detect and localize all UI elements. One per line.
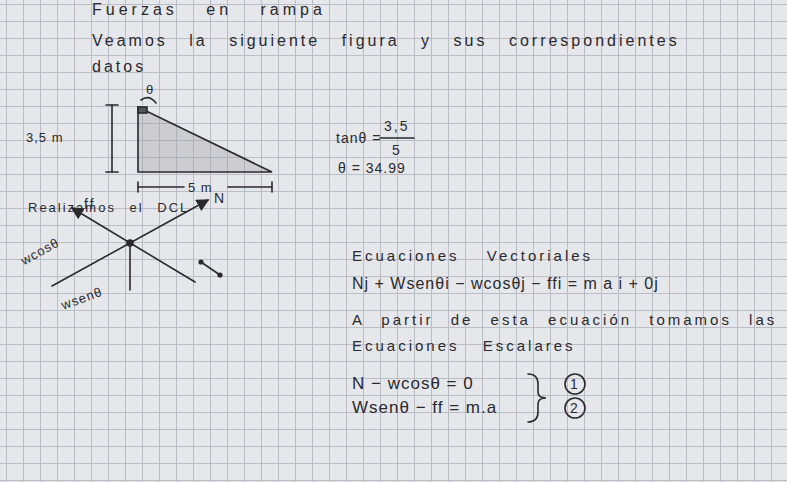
section-heading: Ecuaciones Vectoriales: [352, 246, 593, 266]
dimension-line: [111, 105, 113, 172]
force-label: N: [214, 188, 226, 208]
dimension-label: 3,5 m: [26, 128, 64, 148]
fraction-bar: [380, 137, 414, 139]
section-label: Realizamos el DCL: [28, 198, 189, 218]
number-circle: [565, 398, 585, 418]
force-label: ff: [84, 194, 96, 214]
fraction-numerator: 3,5: [384, 116, 409, 136]
friction-axis: [72, 208, 195, 282]
body-point: [127, 240, 133, 246]
dimension-line: [138, 186, 184, 188]
vector-equation: Nj + Wsenθi − wcosθj − ffi = m a i + 0j: [352, 274, 659, 294]
force-label: wsenθ: [59, 282, 106, 315]
force-label: wcosθ: [17, 233, 63, 271]
callout-number: 1: [570, 374, 580, 394]
scalar-equation: N − wcosθ = 0: [352, 374, 474, 394]
section-heading: Ecuaciones Escalares: [352, 336, 576, 356]
dimension-label: 5 m: [188, 178, 213, 198]
equation-text: θ = 34.99: [338, 158, 406, 178]
callout-number: 2: [570, 398, 580, 418]
fraction-denominator: 5: [392, 140, 402, 160]
angle-arc: [141, 98, 156, 103]
section-text: A partir de esta ecuación tomamos las: [352, 310, 777, 330]
weight-line: [129, 243, 131, 290]
page-heading: Fuerzas en rampa: [92, 0, 326, 20]
scalar-equation: Wsenθ − ff = m.a: [352, 398, 497, 418]
number-circle: [565, 374, 585, 394]
equation-text: tanθ =: [336, 128, 381, 148]
intro-text: Veamos la siguiente figura y sus corresp…: [92, 28, 692, 80]
incline-triangle: [138, 107, 272, 172]
brace: [528, 374, 546, 422]
angle-label: θ: [146, 80, 155, 100]
corner-mark: [138, 107, 147, 113]
stroke-mark: [201, 262, 220, 275]
